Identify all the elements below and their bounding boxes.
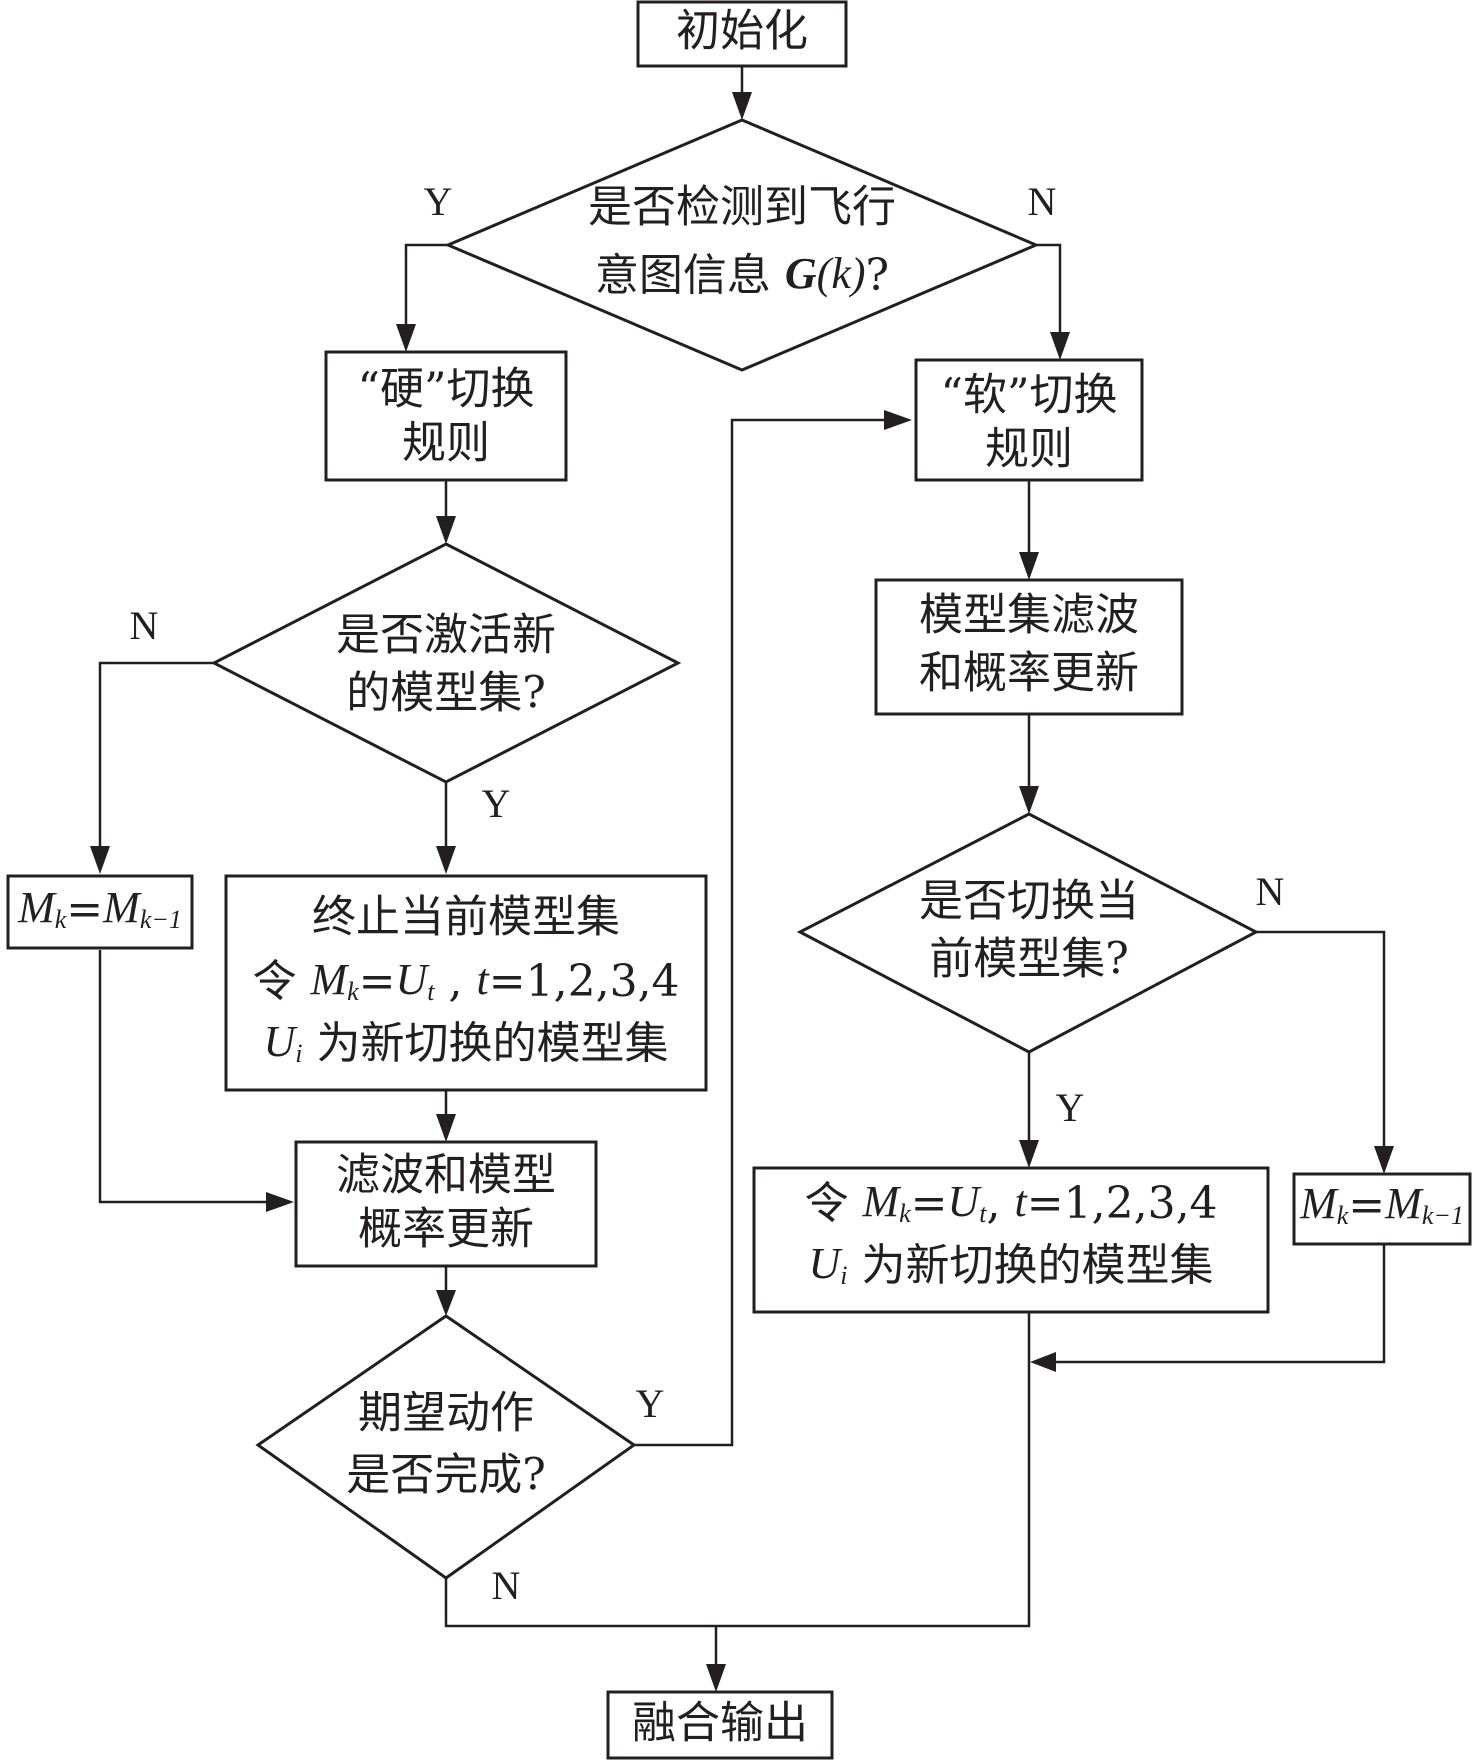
node-soft-rule: “软”切换 规则 — [914, 358, 1144, 482]
filter-left-line2: 概率更新 — [358, 1204, 534, 1255]
label-switch-no: N — [1256, 869, 1285, 914]
arrow-head-icon — [436, 1290, 456, 1316]
node-terminate: 终止当前模型集 令 Mk=Ut , t=1,2,3,4 Ui 为新切换的模型集 — [224, 874, 708, 1092]
terminate-line2: 令 Mk=Ut , t=1,2,3,4 — [252, 955, 679, 1006]
node-keep-left: Mk=Mk−1 — [6, 874, 194, 950]
node-switch-current: 是否切换当 前模型集? — [796, 812, 1260, 1054]
init-label: 初始化 — [676, 6, 808, 57]
filter-left-line1: 滤波和模型 — [336, 1150, 556, 1201]
label-detect-yes: Y — [424, 179, 453, 224]
soft-rule-line1: “软”切换 — [941, 370, 1118, 421]
arrow-head-icon — [436, 1114, 456, 1142]
detect-line1: 是否检测到飞行 — [588, 182, 896, 233]
arrow-head-icon — [732, 92, 752, 120]
label-activate-no: N — [130, 603, 159, 648]
node-action-done: 期望动作 是否完成? — [255, 1314, 637, 1580]
edge-detect-no — [1036, 243, 1062, 348]
soft-rule-line2: 规则 — [985, 424, 1073, 475]
edge-detect-yes — [404, 243, 448, 340]
detect-line2: 意图信息 G(k)? — [595, 249, 889, 300]
activate-line2: 的模型集? — [346, 668, 546, 719]
node-keep-right: Mk=Mk−1 — [1292, 1172, 1472, 1246]
hard-rule-line2: 规则 — [402, 418, 490, 469]
label-switch-yes: Y — [1056, 1085, 1085, 1130]
arrow-head-icon — [1050, 332, 1070, 360]
keep-right-formula: Mk=Mk−1 — [1299, 1179, 1464, 1230]
arrow-head-icon — [1019, 786, 1039, 814]
label-done-yes: Y — [636, 1381, 665, 1426]
switch-assign-line1: 令 Mk=Ut, t=1,2,3,4 — [804, 1177, 1217, 1228]
arrow-head-icon — [706, 1664, 726, 1692]
label-done-no: N — [492, 1563, 521, 1608]
label-activate-yes: Y — [482, 781, 511, 826]
set-filter-line2: 和概率更新 — [919, 648, 1139, 699]
label-detect-no: N — [1028, 179, 1057, 224]
action-done-line1: 期望动作 — [358, 1388, 534, 1439]
arrow-head-icon — [1374, 1146, 1394, 1174]
node-switch-assign: 令 Mk=Ut, t=1,2,3,4 Ui 为新切换的模型集 — [752, 1166, 1270, 1314]
node-hard-rule: “硬”切换 规则 — [324, 350, 568, 482]
keep-left-formula: Mk=Mk−1 — [17, 883, 182, 934]
edge-done-yes — [634, 418, 900, 1447]
node-filter-update-left: 滤波和模型 概率更新 — [294, 1140, 598, 1268]
edge-right-merge-output — [444, 1312, 1031, 1628]
node-detect-intent: 是否检测到飞行 意图信息 G(k)? — [444, 118, 1040, 372]
connectors — [90, 66, 1394, 1692]
hard-rule-line1: “硬”切换 — [358, 364, 535, 415]
arrow-head-icon — [1019, 552, 1039, 580]
set-filter-line1: 模型集滤波 — [919, 590, 1139, 641]
node-activate-new: 是否激活新 的模型集? — [210, 542, 682, 784]
arrow-head-icon — [436, 846, 456, 874]
switch-assign-line2: Ui 为新切换的模型集 — [808, 1239, 1213, 1290]
node-init: 初始化 — [636, 0, 848, 68]
terminate-line1: 终止当前模型集 — [312, 892, 620, 943]
arrow-head-icon — [266, 1192, 294, 1212]
node-set-filter-right: 模型集滤波 和概率更新 — [874, 578, 1184, 716]
edge-switch-no — [1256, 930, 1386, 1160]
arrow-head-icon — [396, 324, 416, 352]
arrow-head-icon — [90, 846, 110, 874]
terminate-line3: Ui 为新切换的模型集 — [263, 1017, 668, 1068]
node-output: 融合输出 — [606, 1690, 834, 1760]
switch-line1: 是否切换当 — [919, 876, 1139, 927]
output-label: 融合输出 — [632, 1698, 808, 1749]
arrow-head-icon — [436, 516, 456, 544]
edge-keep-right-merge — [1044, 1244, 1386, 1364]
edge-keep-filter — [98, 950, 280, 1204]
arrow-head-icon — [884, 410, 912, 430]
activate-line1: 是否激活新 — [336, 610, 556, 661]
edge-activate-no — [98, 661, 214, 860]
arrow-head-icon — [1030, 1352, 1056, 1372]
arrow-head-icon — [1019, 1140, 1039, 1168]
action-done-line2: 是否完成? — [346, 1450, 546, 1501]
switch-line2: 前模型集? — [929, 934, 1129, 985]
